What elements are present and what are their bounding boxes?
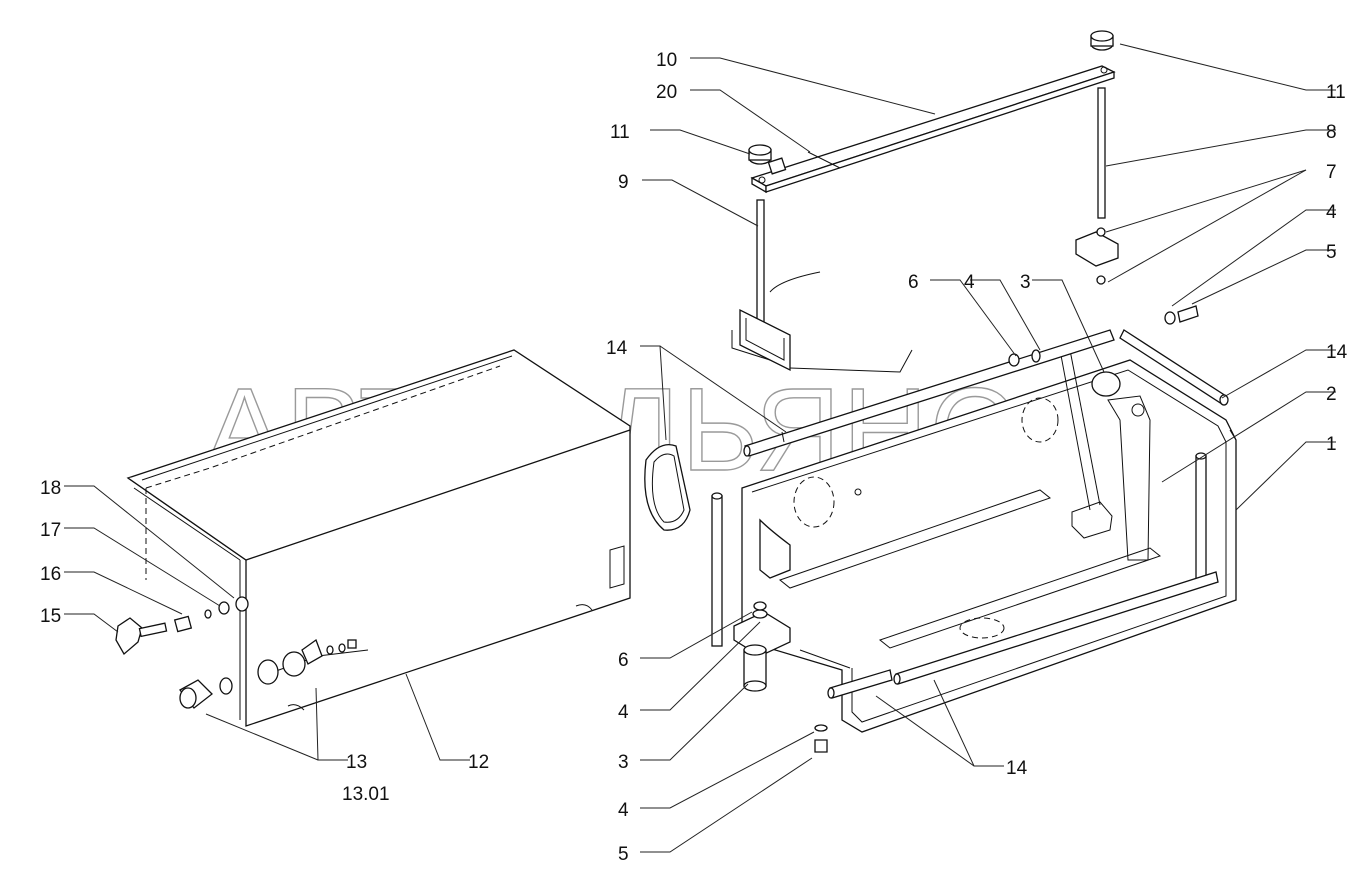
fitting-13 [179,651,306,709]
label-20: 20 [656,82,677,103]
tube-vertical-right [1195,452,1207,585]
tube-top-left [743,329,1115,457]
cap-nut-right [1090,30,1114,51]
label-15: 15 [40,606,61,627]
plate-fitting [301,638,357,665]
right-bolt-group [1008,305,1199,367]
label-11-right: 11 [1326,82,1346,103]
label-13-01: 13.01 [342,784,390,805]
label-1: 1 [1326,434,1337,455]
battery-tray [741,349,1237,733]
label-5-bottom: 5 [618,844,629,865]
label-14-right: 14 [1326,342,1348,363]
bottom-clamp [733,601,828,753]
tube-vertical-left [711,492,723,647]
top-strap [750,65,1116,194]
label-11-left: 11 [610,122,630,143]
label-12: 12 [468,752,489,773]
hook-bracket-left [731,271,913,373]
battery-cover [126,349,631,727]
label-18: 18 [40,478,61,499]
label-13: 13 [346,752,367,773]
label-6-lower: 6 [618,650,629,671]
label-17: 17 [40,520,61,541]
label-4-upper-right: 4 [1326,202,1337,223]
leader-lines [64,43,1336,853]
label-3-lower: 3 [618,752,629,773]
label-6-upper: 6 [908,272,919,293]
tube-bottom-short [827,669,893,699]
label-4-upper: 4 [964,272,975,293]
label-4-bottom: 4 [618,800,629,821]
rod-left [756,199,765,331]
tube-right [1119,329,1229,406]
fitting-16 [173,609,212,633]
label-14-bottom: 14 [1006,758,1028,779]
clamp-right [1075,227,1119,285]
label-5-upper-right: 5 [1326,242,1337,263]
cap-nut-left [748,144,772,165]
knob-15 [115,617,168,656]
label-8: 8 [1326,122,1337,143]
label-3-upper: 3 [1020,272,1031,293]
label-9: 9 [618,172,629,193]
label-10: 10 [656,50,677,71]
label-2: 2 [1326,384,1337,405]
nut-17-18 [218,596,249,615]
label-7: 7 [1326,162,1337,183]
label-4-lower: 4 [618,702,629,723]
label-14-left: 14 [606,338,628,359]
label-16: 16 [40,564,61,585]
tube-bottom-long [893,571,1219,685]
rod-right [1097,87,1106,219]
callout-labels: 10 20 11 9 11 8 7 4 5 6 4 3 14 14 2 1 18… [40,50,1348,865]
rubber-loop [644,443,691,531]
